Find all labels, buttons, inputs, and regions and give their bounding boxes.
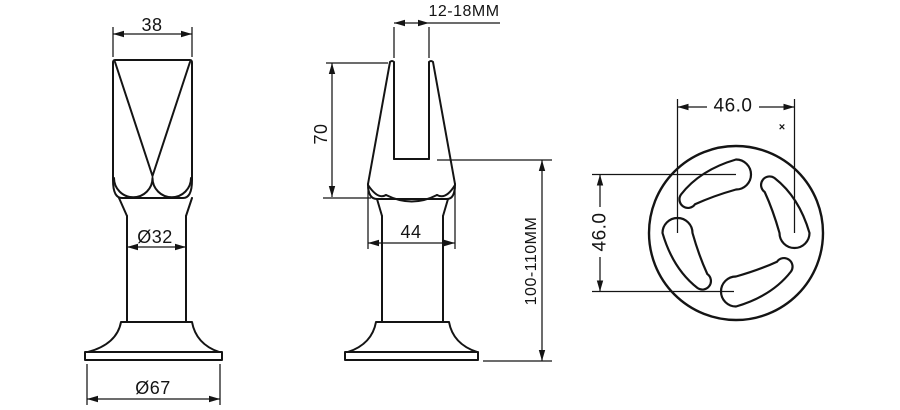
front-neck: [118, 197, 193, 217]
dim-46h-lines: [676, 99, 796, 233]
dim-38-lines: [112, 27, 193, 57]
top-view-slot-east: [759, 175, 811, 250]
side-prong-left: [367, 60, 395, 185]
side-scallop-center: [385, 194, 438, 203]
front-wedge-left-line: [114, 61, 154, 177]
dim-label-front-top-width: 38: [141, 15, 163, 35]
top-view-slot-west: [661, 216, 713, 291]
side-scallop-left: [367, 184, 387, 198]
front-base-slab: [84, 351, 223, 361]
dim-label-side-glass-range: 12-18MM: [428, 3, 500, 20]
side-scallop-right: [436, 184, 456, 198]
dim-label-side-fork-height: 70: [311, 123, 331, 145]
front-shaft: [126, 215, 187, 323]
dimension-arrows: [87, 19, 795, 403]
front-wedge-right-line: [151, 61, 191, 177]
front-scallop-right: [151, 177, 192, 199]
side-prong-right: [428, 60, 456, 185]
dim-12-18-lines: [393, 22, 500, 58]
front-scallop-left: [113, 177, 154, 199]
side-shaft: [381, 215, 444, 323]
top-view-drawing: [647, 144, 825, 322]
dim-100-110-lines: [437, 159, 552, 362]
side-neck: [376, 198, 449, 217]
reference-cross-marker: ×: [778, 121, 786, 134]
side-flare: [347, 321, 478, 353]
dim-label-side-overall-height: 100-110MM: [523, 216, 540, 306]
top-view-slot-south: [719, 256, 794, 308]
dim-46v-lines: [592, 173, 736, 293]
dimension-lines: [86, 22, 796, 405]
front-view-drawing: [84, 59, 223, 361]
dim-44-lines: [367, 187, 456, 249]
front-head-outline: [112, 59, 193, 199]
dim-label-front-shaft-diameter: Ø32: [137, 227, 173, 247]
side-base-slab: [344, 351, 479, 361]
top-view-slot-north: [678, 158, 753, 210]
side-view-drawing: [344, 60, 479, 361]
dim-67-lines: [86, 364, 221, 405]
dim-label-top-hole-spacing-h: 46.0: [713, 95, 753, 117]
dim-label-top-hole-spacing-v: 46.0: [589, 212, 611, 252]
dim-label-side-head-width: 44: [400, 222, 422, 242]
front-flare: [87, 321, 220, 353]
dim-label-front-base-diameter: Ø67: [135, 378, 171, 398]
top-view-outer-circle: [647, 144, 825, 322]
dim-70-lines: [323, 62, 388, 199]
